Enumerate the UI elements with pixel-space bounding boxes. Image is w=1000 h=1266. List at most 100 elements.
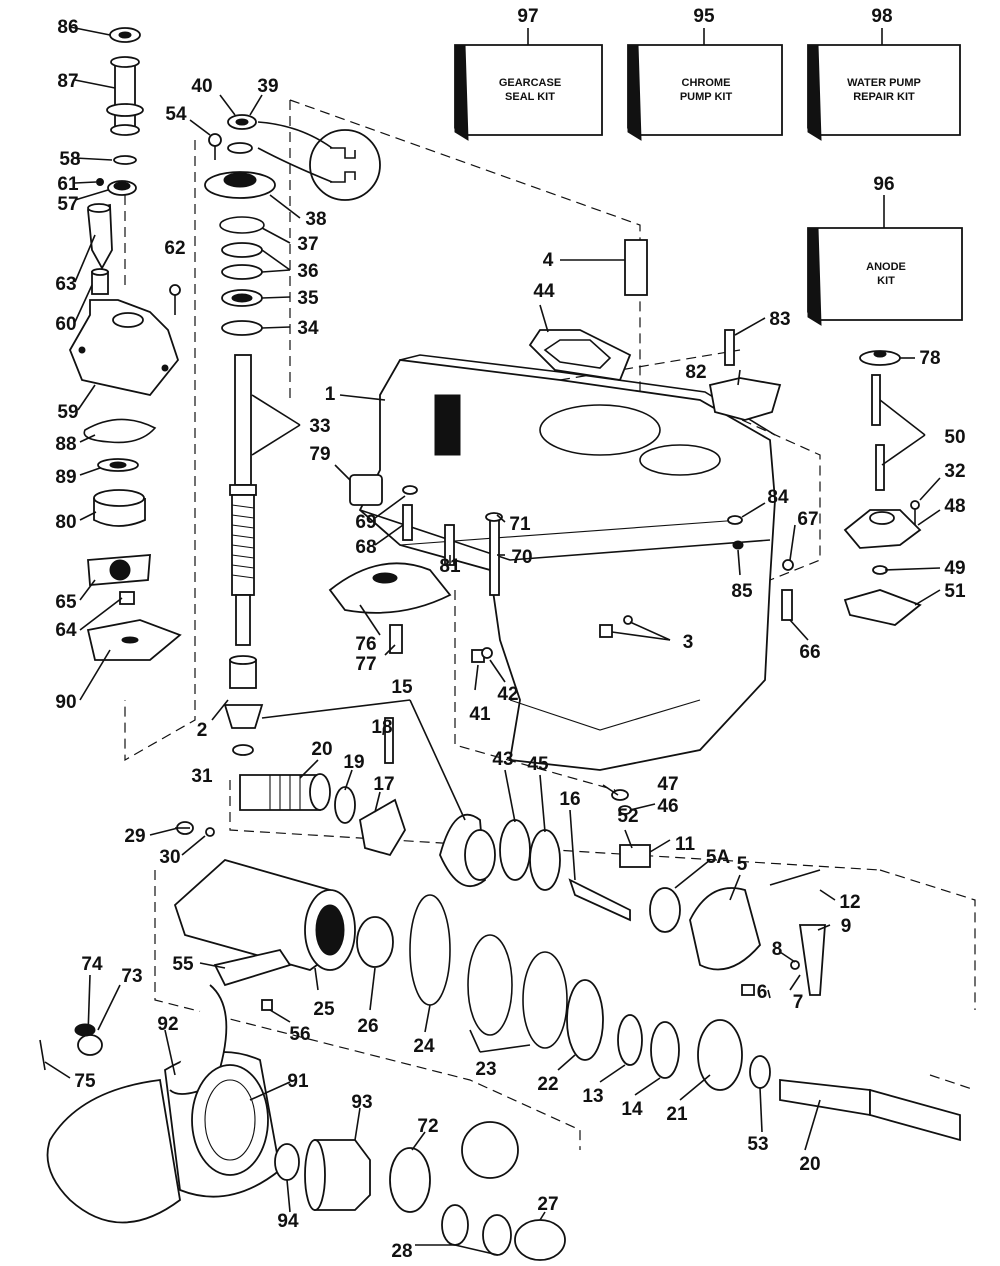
callout: 87 [57,71,78,92]
callout: 84 [767,487,789,508]
callout: 5A [706,847,731,868]
callout: 16 [559,789,580,810]
kit-box-chrome-pump: 95 CHROME PUMP KIT [627,6,783,141]
kit-label-line2: SEAL KIT [505,91,555,103]
kit-box-water-pump-repair: 98 WATER PUMP REPAIR KIT [807,6,961,141]
kit-box-anode: 96 ANODE KIT [807,174,963,326]
callout: 7 [793,992,804,1013]
callout: 14 [621,1099,643,1120]
callout: 50 [944,427,965,448]
callout: 5 [737,854,748,875]
callout: 65 [55,592,77,613]
callout: 71 [509,514,531,535]
callout: 68 [355,537,376,558]
callout: 6 [757,982,768,1003]
callout: 18 [371,717,392,738]
callout: 69 [355,512,376,533]
callout: 93 [351,1092,372,1113]
callout: 83 [769,309,790,330]
callout: 92 [157,1014,178,1035]
kit-label-line2: KIT [877,275,895,287]
callout: 64 [55,620,77,641]
callout: 29 [124,826,145,847]
callout: 76 [355,634,376,655]
callout: 23 [475,1059,496,1080]
callout: 39 [257,76,278,97]
bearing-carrier-assembly [173,821,961,1142]
callout: 89 [55,467,76,488]
callout: 21 [666,1104,688,1125]
callout: 20 [799,1154,820,1175]
seal-detail-inset [257,121,381,201]
callout: 80 [55,512,76,533]
callout: 78 [919,348,940,369]
water-pump-stack [69,27,182,661]
trim-tab-parts [843,350,922,626]
callout: 4 [543,250,554,271]
callout: 40 [191,76,212,97]
callout: 43 [492,749,513,770]
callout: 34 [297,318,319,339]
callout: 22 [537,1074,558,1095]
callout: 44 [533,281,555,302]
kit-label-line1: GEARCASE [499,77,561,89]
kit-label-line2: PUMP KIT [680,91,733,103]
callout: 2 [197,720,208,741]
callout: 85 [731,581,753,602]
callout: 62 [164,238,185,259]
callout: 12 [839,892,860,913]
callout: 70 [511,547,532,568]
callout: 46 [657,796,678,817]
callout: 20 [311,739,332,760]
callout: 13 [582,1086,603,1107]
callout: 88 [55,434,76,455]
callout: 59 [57,402,78,423]
callout: 54 [165,104,187,125]
callout: 53 [747,1134,768,1155]
callout: 58 [59,149,80,170]
kit-label-line1: WATER PUMP [847,77,921,89]
callout-97: 97 [517,6,538,27]
callout: 31 [191,766,213,787]
callout: 9 [841,916,852,937]
callout: 94 [277,1211,299,1232]
kit-box-gearcase-seal: 97 GEARCASE SEAL KIT [454,6,603,141]
callout: 57 [57,194,78,215]
callout: 49 [944,558,965,579]
callout: 82 [685,362,706,383]
callout: 8 [772,939,783,960]
callout: 90 [55,692,76,713]
callout: 17 [373,774,394,795]
callout: 35 [297,288,319,309]
callout: 67 [797,509,818,530]
callout-98: 98 [871,6,892,27]
callout: 24 [413,1036,435,1057]
propshaft-assembly-upper [239,717,826,996]
leader-lines [44,26,941,1256]
callout: 33 [309,416,330,437]
callout: 42 [497,684,518,705]
callout: 51 [944,581,966,602]
callout: 27 [537,1194,558,1215]
callout: 81 [439,556,461,577]
kit-label-line1: CHROME [682,77,731,89]
callout: 30 [159,847,180,868]
callout: 75 [74,1071,96,1092]
callout: 37 [297,234,318,255]
callout: 36 [297,261,318,282]
callout: 15 [391,677,413,698]
callout: 28 [391,1241,412,1262]
callout: 47 [657,774,678,795]
callout: 73 [121,966,142,987]
propeller-assembly [39,984,566,1261]
callout: 1 [325,384,336,405]
callout: 63 [55,274,76,295]
callout: 19 [343,752,364,773]
callout: 72 [417,1116,438,1137]
callout: 11 [675,834,696,855]
kit-label-line1: ANODE [866,261,906,273]
callout: 91 [287,1071,309,1092]
callout: 3 [683,632,694,653]
driveshaft-stack [169,114,276,756]
callout: 32 [944,461,965,482]
